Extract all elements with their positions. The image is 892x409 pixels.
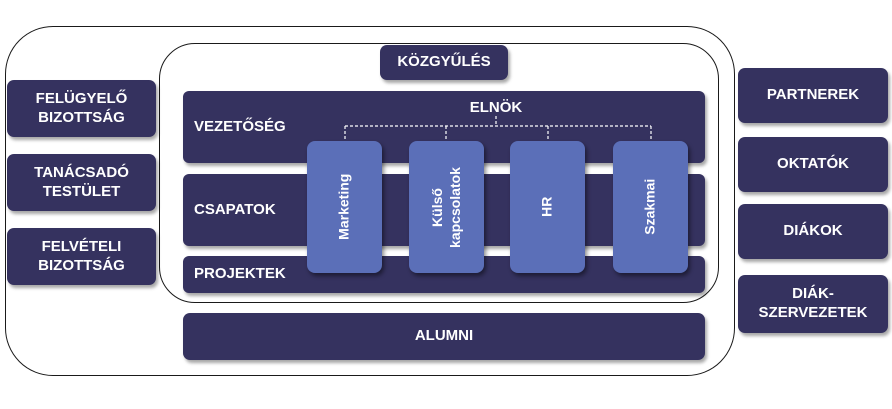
alumni-box: ALUMNI xyxy=(183,313,705,360)
hr-department: HR xyxy=(510,141,585,273)
marketing-department: Marketing xyxy=(307,141,382,273)
student-organizations-box: DIÁK- SZERVEZETEK xyxy=(738,275,888,333)
external-relations-label: Külső kapcsolatok xyxy=(429,166,463,248)
president-label: ELNÖK xyxy=(469,99,523,116)
marketing-label: Marketing xyxy=(335,173,352,241)
teachers-box: OKTATÓK xyxy=(738,137,888,192)
students-box: DIÁKOK xyxy=(738,204,888,259)
advisory-board-box: TANÁCSADÓ TESTÜLET xyxy=(7,154,156,211)
external-relations-department: Külső kapcsolatok xyxy=(409,141,484,273)
professional-department: Szakmai xyxy=(613,141,688,273)
general-assembly-box: KÖZGYŰLÉS xyxy=(380,45,508,80)
hr-label: HR xyxy=(538,196,555,218)
partners-box: PARTNEREK xyxy=(738,68,888,123)
admission-committee-box: FELVÉTELI BIZOTTSÁG xyxy=(7,228,156,285)
supervisory-board-box: FELÜGYELŐ BIZOTTSÁG xyxy=(7,80,156,137)
professional-label: Szakmai xyxy=(641,178,658,236)
